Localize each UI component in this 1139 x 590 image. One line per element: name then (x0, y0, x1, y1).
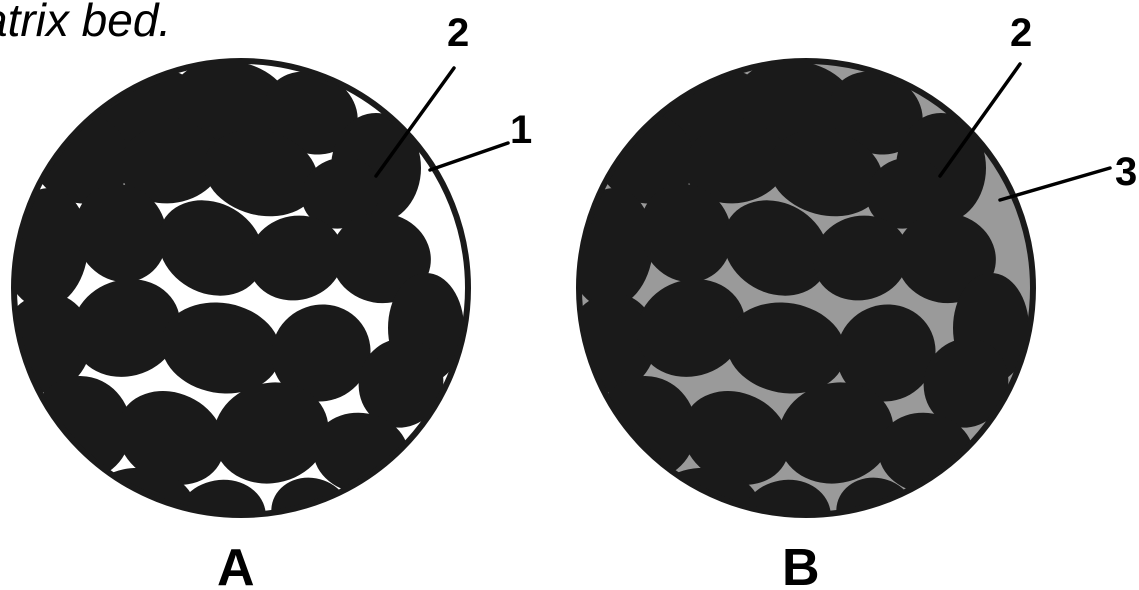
panel-b-leader-3 (998, 166, 1112, 202)
panel-b-callout-2: 2 (1010, 11, 1032, 55)
panel-b: 2 3 B (576, 11, 1137, 590)
grain (923, 338, 1009, 428)
grain (171, 61, 291, 146)
grain (358, 338, 444, 428)
grain (768, 129, 884, 217)
panel-b-label: B (782, 539, 820, 590)
grain (301, 157, 381, 229)
grain (896, 212, 996, 304)
grain (161, 302, 281, 394)
panel-b-rim (576, 58, 1036, 518)
grain (264, 71, 358, 155)
panel-a-callout-2: 2 (447, 11, 469, 55)
panel-a-leader-1 (428, 141, 510, 172)
grain (248, 215, 344, 301)
grain (813, 215, 909, 301)
grain (836, 304, 936, 402)
grain (640, 183, 732, 283)
grain (119, 122, 223, 204)
grain (682, 391, 790, 485)
grain (203, 129, 319, 217)
grain (726, 302, 846, 394)
grain (75, 183, 167, 283)
grain (829, 71, 923, 155)
grain (176, 479, 266, 515)
grain (636, 279, 746, 377)
grain (684, 122, 788, 204)
panel-a-label: A (217, 539, 255, 590)
panel-b-grains (579, 61, 1029, 515)
grain (736, 61, 856, 146)
panel-a: 2 1 A (11, 11, 532, 590)
panel-a-grains (14, 61, 464, 515)
panel-b-leader-2 (938, 62, 1022, 178)
grain (866, 157, 946, 229)
grain (117, 391, 225, 485)
grain (723, 200, 829, 296)
grain (741, 479, 831, 515)
grain (158, 200, 264, 296)
grain (778, 382, 894, 484)
panel-a-callout-1: 1 (510, 108, 532, 152)
panel-a-leader-2 (374, 66, 456, 178)
grain (271, 304, 371, 402)
panel-a-rim (11, 58, 471, 518)
panel-b-callout-3: 3 (1115, 150, 1137, 194)
grain (331, 212, 431, 304)
grain (71, 279, 181, 377)
grain (213, 382, 329, 484)
heading-text: atrix bed. (0, 0, 171, 46)
